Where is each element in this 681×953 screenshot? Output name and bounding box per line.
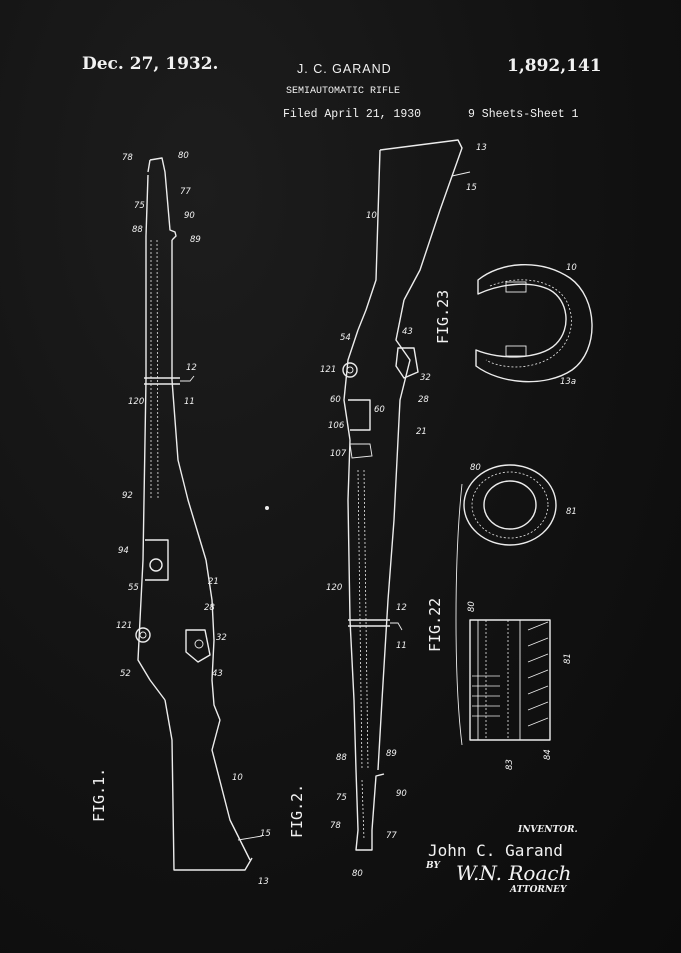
fig1-ref-11: 11 bbox=[184, 397, 195, 407]
fig1-ref-10: 10 bbox=[232, 773, 243, 783]
fig1-rifle: 78 80 77 75 90 88 89 12 11 120 92 94 21 … bbox=[90, 151, 271, 887]
fig2-ref-78: 78 bbox=[330, 821, 341, 831]
fig1-ref-80: 80 bbox=[178, 151, 189, 161]
patent-date: Dec. 27, 1932. bbox=[82, 54, 219, 74]
fig1-ref-89: 89 bbox=[190, 235, 201, 245]
fig1-ref-90: 90 bbox=[184, 211, 195, 221]
signature-block: INVENTOR. John C. Garand BY W.N. Roach A… bbox=[425, 825, 578, 895]
patent-number: 1,892,141 bbox=[507, 56, 602, 76]
fig1-ref-92: 92 bbox=[122, 491, 133, 501]
fig2-ref-89: 89 bbox=[386, 749, 397, 759]
fig1-ref-32: 32 bbox=[216, 633, 227, 643]
fig2-ref-106: 106 bbox=[328, 421, 345, 431]
fig1-ref-43: 43 bbox=[212, 669, 223, 679]
fig2-ref-80: 80 bbox=[352, 869, 363, 879]
fig2-rifle: 13 15 10 54 43 121 32 60 60 28 106 21 10… bbox=[288, 139, 487, 879]
fig2-ref-13: 13 bbox=[476, 143, 487, 153]
fig2-ref-54: 54 bbox=[340, 333, 351, 343]
fig22-ref-80b: 80 bbox=[467, 601, 477, 612]
patent-title: SEMIAUTOMATIC RIFLE bbox=[286, 86, 401, 97]
by-label: BY bbox=[425, 861, 441, 871]
fig22-ref-84: 84 bbox=[543, 749, 553, 760]
fig22-ref-81b: 81 bbox=[563, 653, 573, 664]
fig22-ring: 80 81 80 81 83 84 bbox=[426, 463, 577, 770]
fig2-ref-11: 11 bbox=[396, 641, 407, 651]
fig2-ref-60b: 60 bbox=[374, 405, 385, 415]
fig22-ref-81a: 81 bbox=[566, 507, 577, 517]
inventor-caption: INVENTOR. bbox=[517, 825, 578, 835]
fig23-ref-10: 10 bbox=[566, 263, 577, 273]
fig2-ref-43: 43 bbox=[402, 327, 413, 337]
fig2-label: FIG.2. bbox=[288, 784, 306, 838]
fig1-ref-88: 88 bbox=[132, 225, 143, 235]
fig1-ref-21: 21 bbox=[208, 577, 219, 587]
fig1-ref-28: 28 bbox=[204, 603, 215, 613]
fig1-ref-52: 52 bbox=[120, 669, 131, 679]
fig2-ref-15: 15 bbox=[466, 183, 477, 193]
fig23-ref-13a: 13a bbox=[560, 377, 576, 387]
fig23-label: FIG.23 bbox=[434, 290, 452, 344]
fig2-ref-107: 107 bbox=[330, 449, 347, 459]
inventor-header: J. C. GARAND bbox=[297, 62, 392, 76]
fig2-ref-12: 12 bbox=[396, 603, 407, 613]
fig22-ref-80a: 80 bbox=[470, 463, 481, 473]
fig2-ref-88: 88 bbox=[336, 753, 347, 763]
fig2-ref-120: 120 bbox=[326, 583, 342, 593]
fig1-label: FIG.1. bbox=[90, 768, 108, 822]
inventor-signature: John C. Garand bbox=[428, 841, 563, 860]
fig1-ref-13: 13 bbox=[258, 877, 269, 887]
fig2-ref-75: 75 bbox=[336, 793, 347, 803]
sheet-count: 9 Sheets-Sheet 1 bbox=[468, 108, 579, 121]
fig1-ref-15: 15 bbox=[260, 829, 271, 839]
attorney-caption: ATTORNEY bbox=[509, 885, 568, 895]
fig22-ref-83: 83 bbox=[505, 759, 515, 770]
fig1-ref-78: 78 bbox=[122, 153, 133, 163]
fig23-clip: 10 13a FIG.23 bbox=[434, 263, 593, 387]
fig22-label: FIG.22 bbox=[426, 598, 444, 652]
fig2-ref-77: 77 bbox=[386, 831, 397, 841]
fig2-ref-90: 90 bbox=[396, 789, 407, 799]
fig1-ref-75: 75 bbox=[134, 201, 145, 211]
attorney-signature: W.N. Roach bbox=[456, 861, 571, 885]
fig1-ref-55: 55 bbox=[128, 583, 139, 593]
fig1-ref-12: 12 bbox=[186, 363, 197, 373]
fig2-ref-32: 32 bbox=[420, 373, 431, 383]
fig2-ref-21: 21 bbox=[416, 427, 427, 437]
fig2-ref-121: 121 bbox=[320, 365, 336, 375]
fig1-ref-94: 94 bbox=[118, 546, 129, 556]
fig2-ref-60a: 60 bbox=[330, 395, 341, 405]
fig1-ref-77: 77 bbox=[180, 187, 191, 197]
filed-date: Filed April 21, 1930 bbox=[283, 108, 422, 121]
fig1-ref-121: 121 bbox=[116, 621, 132, 631]
fig2-ref-10: 10 bbox=[366, 211, 377, 221]
fig2-ref-28: 28 bbox=[418, 395, 429, 405]
fig1-ref-120: 120 bbox=[128, 397, 144, 407]
